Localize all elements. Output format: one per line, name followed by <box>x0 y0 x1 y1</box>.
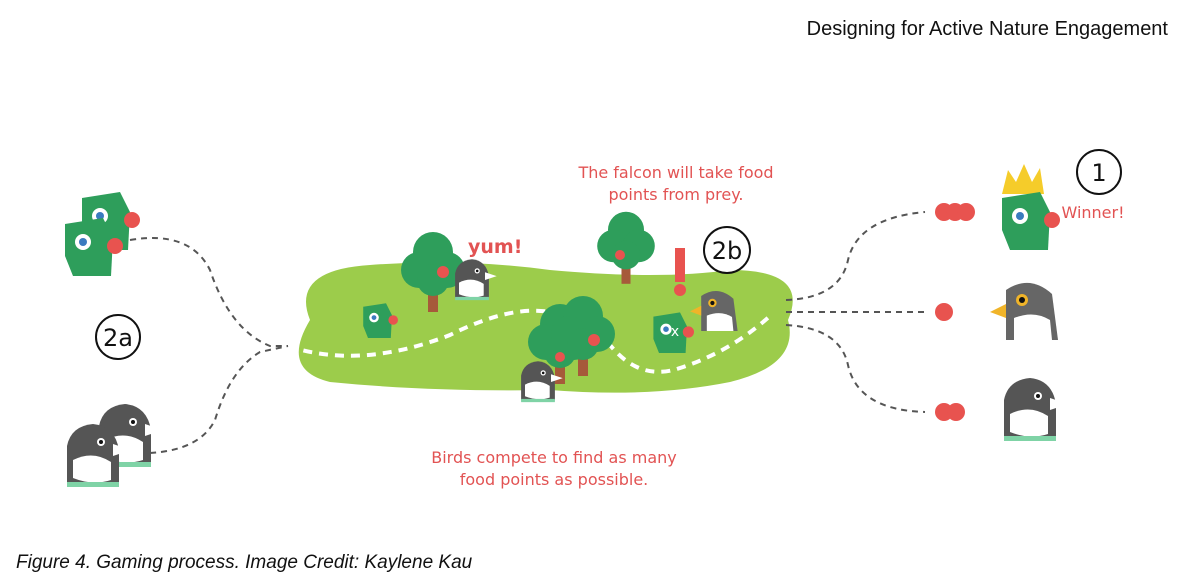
step-2b-label: 2b <box>712 237 743 265</box>
result-food-points-penguin <box>935 403 965 421</box>
exclamation-dot <box>674 284 686 296</box>
figure-caption: Figure 4. Gaming process. Image Credit: … <box>16 552 473 573</box>
step-2a-circle <box>95 314 141 360</box>
left-lower-branch <box>149 345 289 454</box>
step-1-circle <box>1076 149 1122 195</box>
compete-note-line2: food points as possible. <box>460 470 649 489</box>
penguin-icon <box>1004 378 1068 441</box>
food-point <box>947 403 965 421</box>
left-upper-branch <box>129 237 288 347</box>
food-point <box>555 352 565 362</box>
parrot-icon <box>1002 192 1060 250</box>
step-2b-circle <box>703 226 751 274</box>
gaming-process-illustration: 2a yum! x ! 2b The falcon will take food… <box>65 149 1125 489</box>
food-point <box>437 266 449 278</box>
eliminated-x-icon: x <box>671 324 679 340</box>
food-point <box>588 334 600 346</box>
compete-note-line1: Birds compete to find as many <box>431 448 677 467</box>
crown-icon <box>1002 164 1044 194</box>
food-point <box>615 250 625 260</box>
right-lower-branch <box>785 324 926 413</box>
tree-icon <box>597 211 655 284</box>
exclamation-mark <box>675 248 685 282</box>
winner-label: Winner! <box>1061 203 1124 222</box>
right-upper-branch <box>785 211 926 301</box>
falcon-note-line1: The falcon will take food <box>577 163 773 182</box>
falcon-icon <box>990 282 1058 340</box>
page-header-title: Designing for Active Nature Engagement <box>806 18 1168 40</box>
gaming-process-figure: 2a yum! x ! 2b The falcon will take food… <box>30 120 1170 530</box>
yum-label: yum! <box>468 236 522 258</box>
result-food-points-falcon <box>935 303 953 321</box>
step-1-label: 1 <box>1091 159 1106 187</box>
falcon-note-line2: points from prey. <box>608 185 743 204</box>
result-food-points-parrot <box>935 203 975 221</box>
food-point <box>935 303 953 321</box>
food-point <box>957 203 975 221</box>
step-2a-label: 2a <box>103 324 133 352</box>
